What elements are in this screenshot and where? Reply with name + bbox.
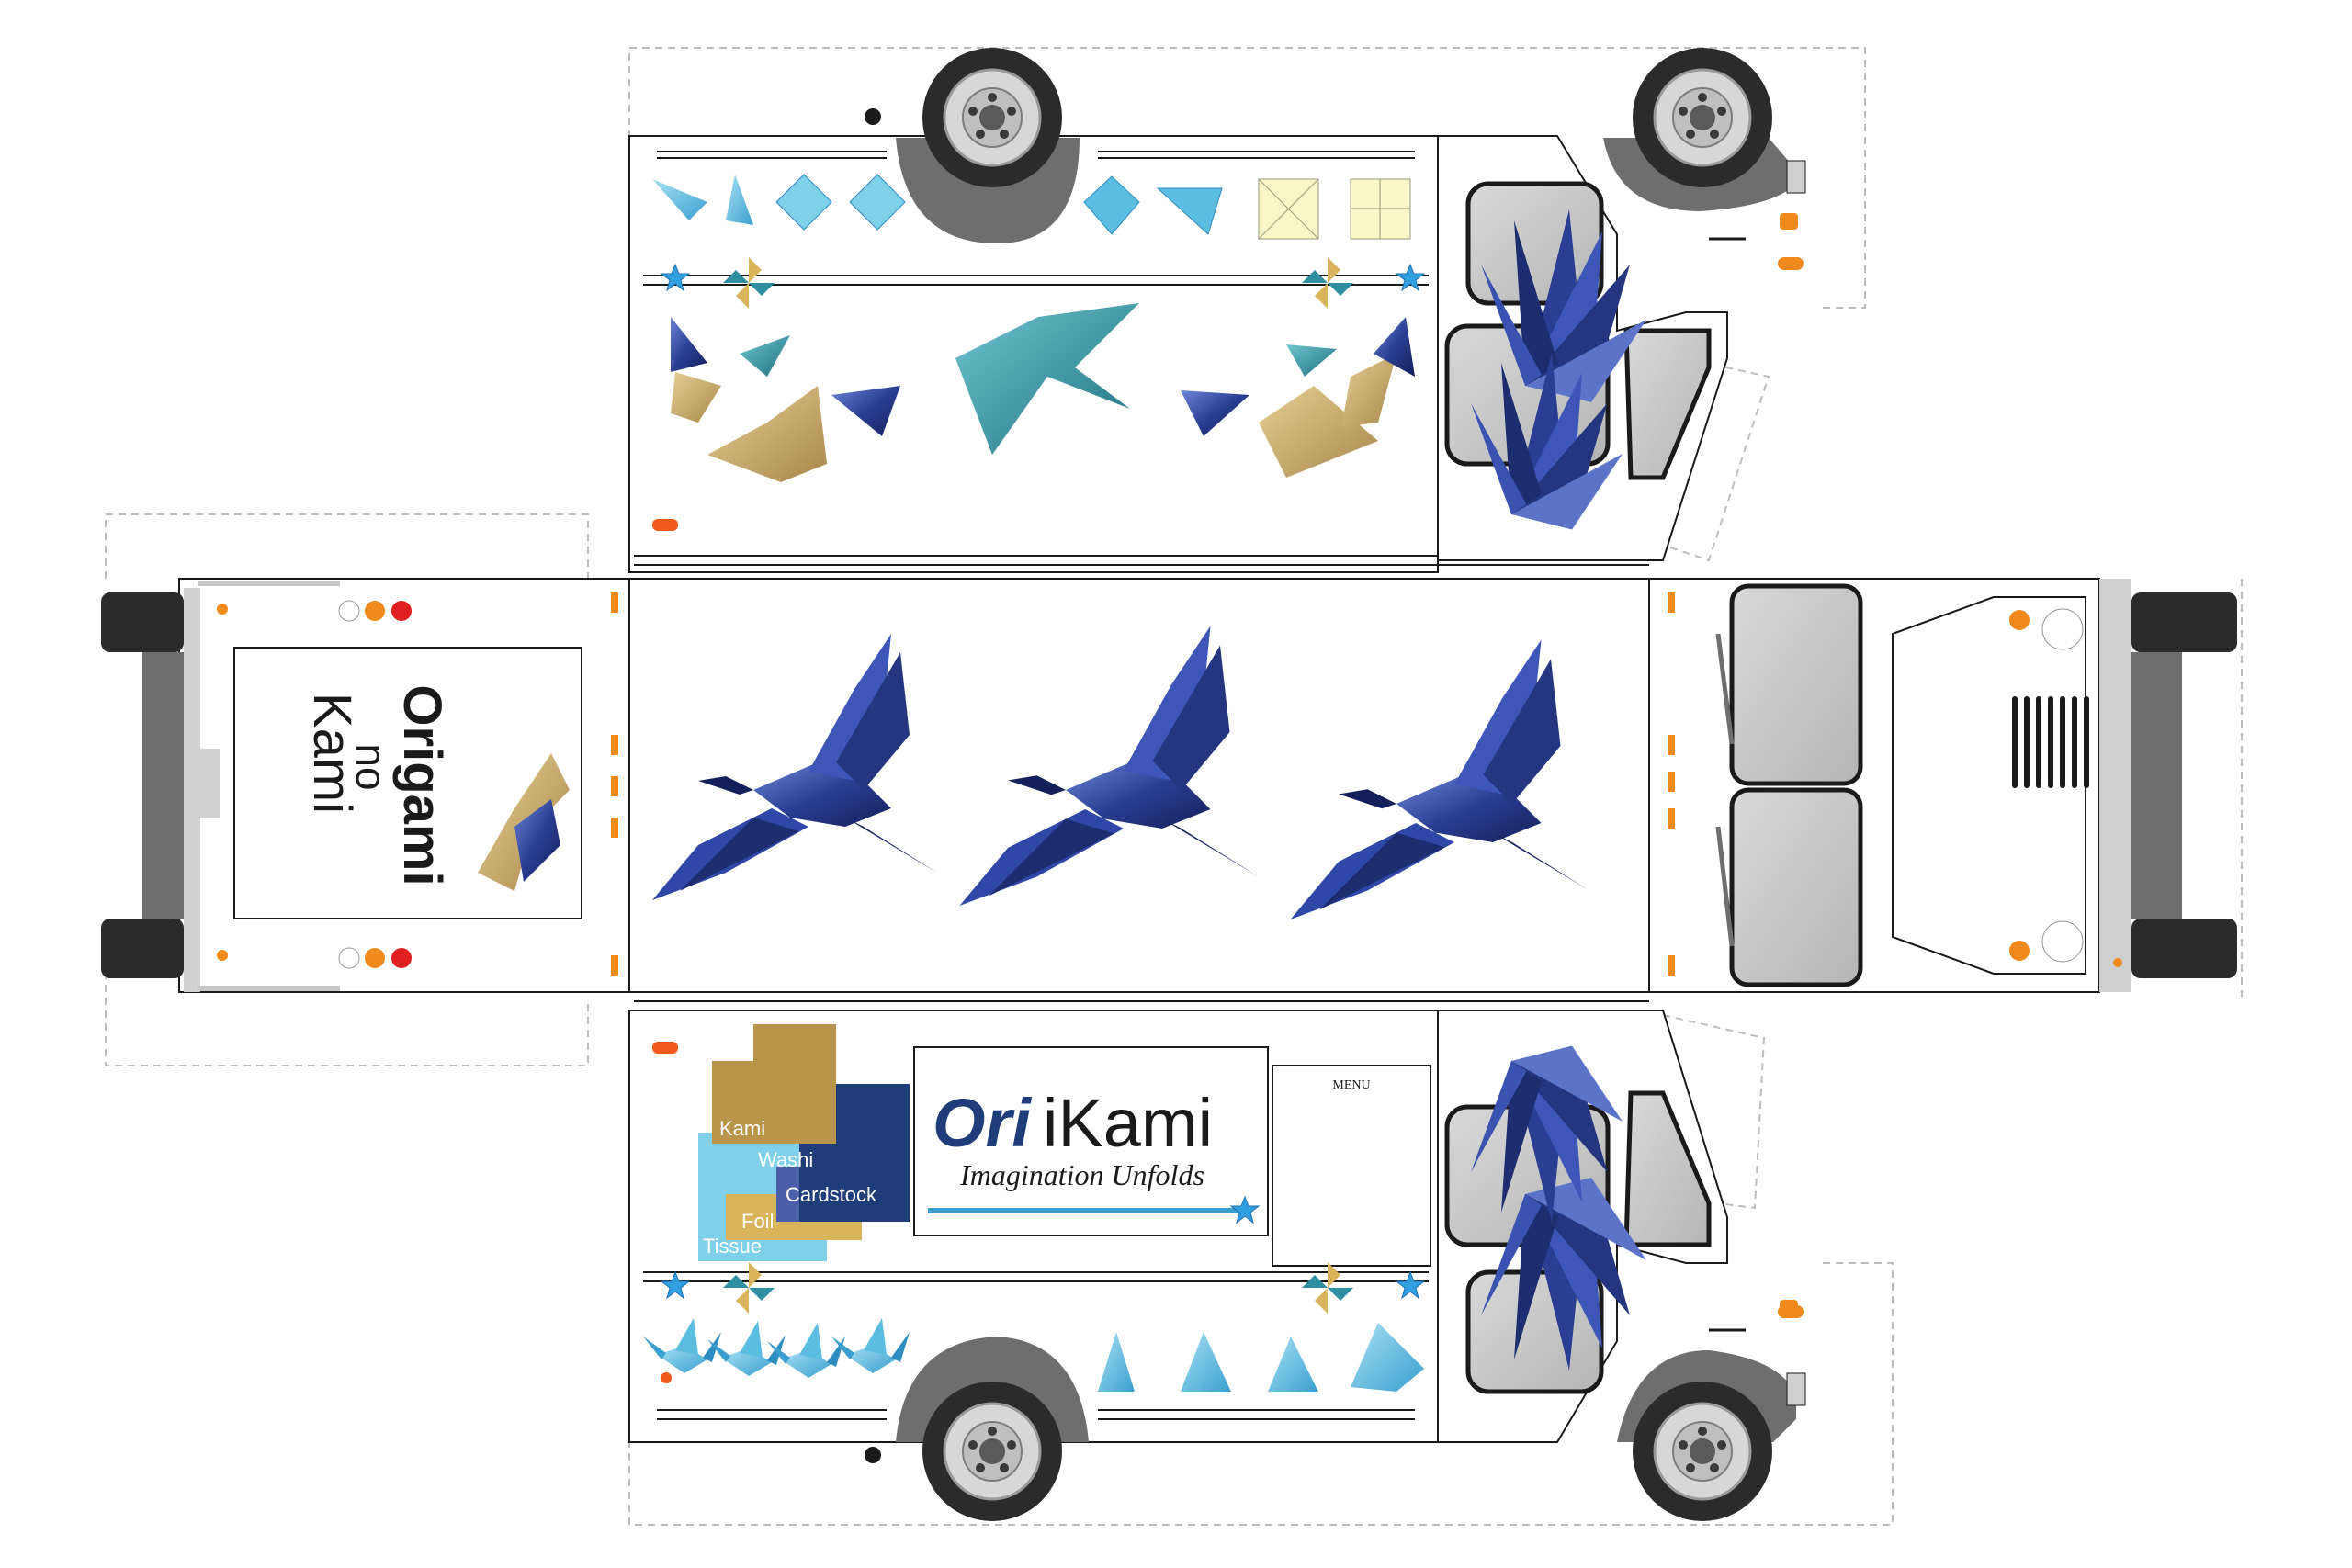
grille-icon bbox=[2012, 696, 2089, 788]
cut-lines bbox=[105, 47, 2243, 1526]
wiper-icon bbox=[1715, 633, 1735, 745]
front-panel bbox=[1648, 578, 2237, 993]
wheel-icon bbox=[1631, 1380, 1774, 1523]
wheel-icon bbox=[1631, 46, 1774, 189]
swatch-label: Foil bbox=[741, 1210, 774, 1233]
rear-logo-kami: Kami bbox=[302, 693, 362, 814]
side-panel-top bbox=[628, 46, 1806, 573]
rear-panel: Origami no Kami bbox=[101, 578, 630, 993]
swatch-label: Tissue bbox=[703, 1235, 762, 1258]
swatch-label: Cardstock bbox=[786, 1183, 877, 1206]
wheel-icon bbox=[921, 1380, 1064, 1523]
side-panel-bottom: Kami Washi Cardstock Foil Tissue Ori iKa… bbox=[628, 1000, 1806, 1523]
rear-logo-text: Origami bbox=[392, 684, 452, 886]
rear-logo-no: no bbox=[347, 743, 395, 790]
crane-flock-top bbox=[671, 303, 1415, 482]
brand-name: iKami bbox=[1043, 1085, 1213, 1161]
swatch-label: Kami bbox=[719, 1117, 765, 1140]
brand-tagline: Imagination Unfolds bbox=[959, 1158, 1204, 1191]
fold-diagrams-top bbox=[652, 174, 1411, 240]
menu-board: MENU bbox=[1272, 1065, 1431, 1267]
logo-mark: Ori bbox=[933, 1085, 1032, 1161]
brand-sign: Ori iKami Imagination Unfolds bbox=[913, 1046, 1269, 1236]
roof-panel bbox=[628, 578, 1650, 993]
paper-swatches: Kami Washi Cardstock Foil Tissue bbox=[698, 1024, 910, 1261]
wheel-icon bbox=[921, 46, 1064, 189]
swatch-label: Washi bbox=[758, 1148, 813, 1171]
fold-diagrams-bottom bbox=[643, 1318, 1424, 1392]
menu-title: MENU bbox=[1332, 1078, 1370, 1092]
